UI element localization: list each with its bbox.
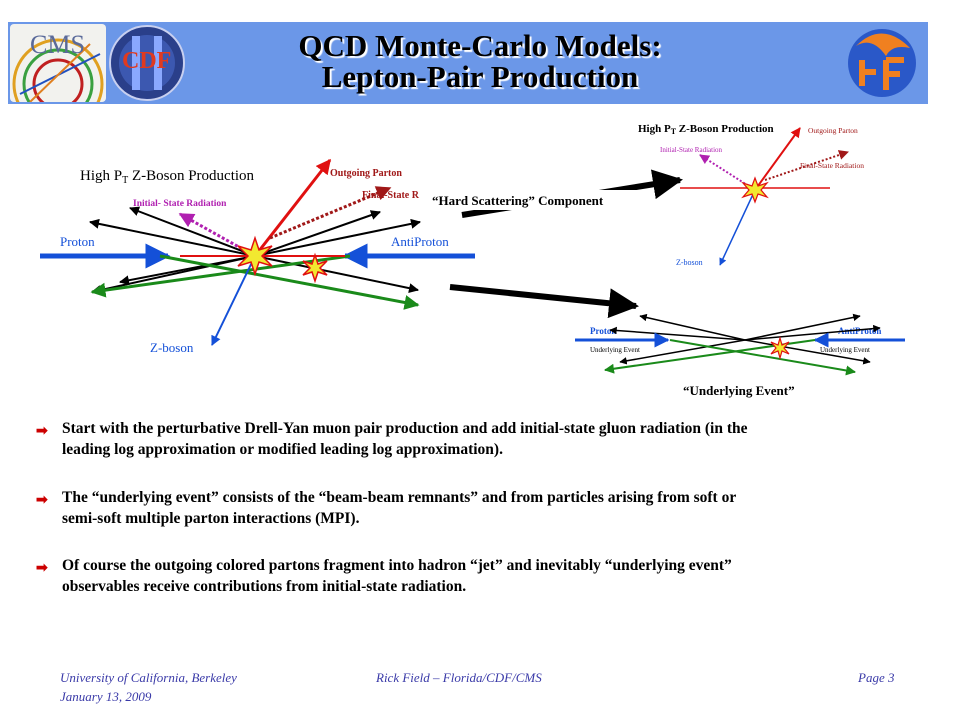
- bullet-3-line-1: Of course the outgoing colored partons f…: [62, 557, 732, 574]
- footer-page-number: Page 3: [858, 670, 895, 685]
- hard-scattering-caption: “Hard Scattering” Component: [432, 193, 604, 208]
- arrow-to-underlying-event: [449, 284, 639, 319]
- bullet-arrow-icon: ➡: [36, 493, 48, 508]
- main-diagram: High PT Z-Boson Production Outgoing Part…: [40, 158, 475, 355]
- bullet-3-line-2: observables receive contributions from i…: [62, 578, 467, 595]
- cdf-logo-text: CDF: [122, 48, 172, 74]
- main-outgoing-parton: [253, 158, 332, 257]
- bullet-2: ➡ The “underlying event” consists of the…: [36, 487, 736, 529]
- uf-logo-graphic: [848, 29, 916, 97]
- hard-zboson-line: [719, 189, 756, 266]
- hard-outgoing-parton: [754, 127, 801, 191]
- underlying-event-caption: “Underlying Event”: [683, 383, 795, 398]
- hard-outgoing-parton-label: Outgoing Parton: [808, 126, 858, 135]
- underlying-event-diagram: Proton AntiProton Underlying Event Under…: [575, 313, 905, 398]
- main-collision-star: [237, 235, 273, 277]
- hard-initial-state-label: Initial-State Radiation: [660, 146, 723, 154]
- main-outgoing-parton-label: Outgoing Parton: [330, 168, 402, 179]
- main-zboson-label: Z-boson: [150, 340, 194, 355]
- ue-left-label: Underlying Event: [590, 346, 640, 354]
- main-final-state-label: Final-State R: [362, 190, 420, 201]
- bullet-arrow-icon: ➡: [36, 424, 48, 439]
- hard-zboson-label: Z-boson: [676, 258, 703, 267]
- main-initial-state-radiation: [178, 212, 256, 258]
- slide-title: QCD Monte-Carlo Models: Lepton-Pair Prod…: [200, 30, 760, 92]
- bullet-arrow-icon: ➡: [36, 561, 48, 576]
- hard-final-state-radiation: [764, 150, 849, 181]
- main-underlying-lines: [89, 206, 421, 295]
- bullet-1-line-1: Start with the perturbative Drell-Yan mu…: [62, 420, 748, 437]
- cms-logo-graphic: [12, 38, 104, 102]
- ue-mpi-star: [770, 335, 790, 361]
- hard-caption-bg: [428, 190, 648, 210]
- ue-antiproton-label: AntiProton: [838, 326, 881, 336]
- uf-logo: [842, 26, 922, 100]
- bullet-3: ➡ Of course the outgoing colored partons…: [36, 555, 732, 597]
- main-title: High PT Z-Boson Production: [80, 168, 255, 186]
- main-zboson-line: [211, 255, 256, 346]
- cdf-logo: CDF: [108, 24, 186, 102]
- cms-logo-text: CMS: [30, 30, 85, 59]
- footer-date: January 13, 2009: [60, 689, 152, 704]
- main-final-state-radiation: [269, 186, 392, 240]
- title-line-1: QCD Monte-Carlo Models:: [298, 28, 662, 63]
- ue-underlying-lines: [609, 313, 881, 365]
- ue-proton-label: Proton: [590, 326, 616, 336]
- main-mpi-star: [302, 252, 328, 284]
- bullet-1-line-2: leading log approximation or modified le…: [62, 441, 503, 458]
- title-line-2: Lepton-Pair Production: [321, 59, 639, 94]
- cms-logo: CMS: [10, 24, 106, 102]
- main-initial-state-label: Initial- State Radiation: [133, 199, 227, 209]
- main-proton-label: Proton: [60, 234, 95, 249]
- hard-scattering-diagram: High PT Z-Boson Production Outgoing Part…: [638, 123, 864, 267]
- hard-initial-state-radiation: [699, 154, 756, 191]
- footer-affiliation: University of California, Berkeley: [60, 670, 237, 685]
- ue-right-label: Underlying Event: [820, 346, 870, 354]
- bullet-2-line-1: The “underlying event” consists of the “…: [62, 489, 737, 506]
- cdf-logo-graphic: [109, 25, 185, 101]
- bullet-1: ➡ Start with the perturbative Drell-Yan …: [36, 418, 748, 460]
- footer-author: Rick Field – Florida/CDF/CMS: [376, 670, 542, 685]
- hard-collision-star: [741, 176, 769, 204]
- main-antiproton-label: AntiProton: [391, 234, 449, 249]
- hard-final-state-label: Final-State Radiation: [800, 161, 864, 170]
- bullet-2-line-2: semi-soft multiple parton interactions (…: [62, 510, 360, 527]
- hard-title: High PT Z-Boson Production: [638, 123, 774, 136]
- ue-green-lines: [604, 339, 856, 376]
